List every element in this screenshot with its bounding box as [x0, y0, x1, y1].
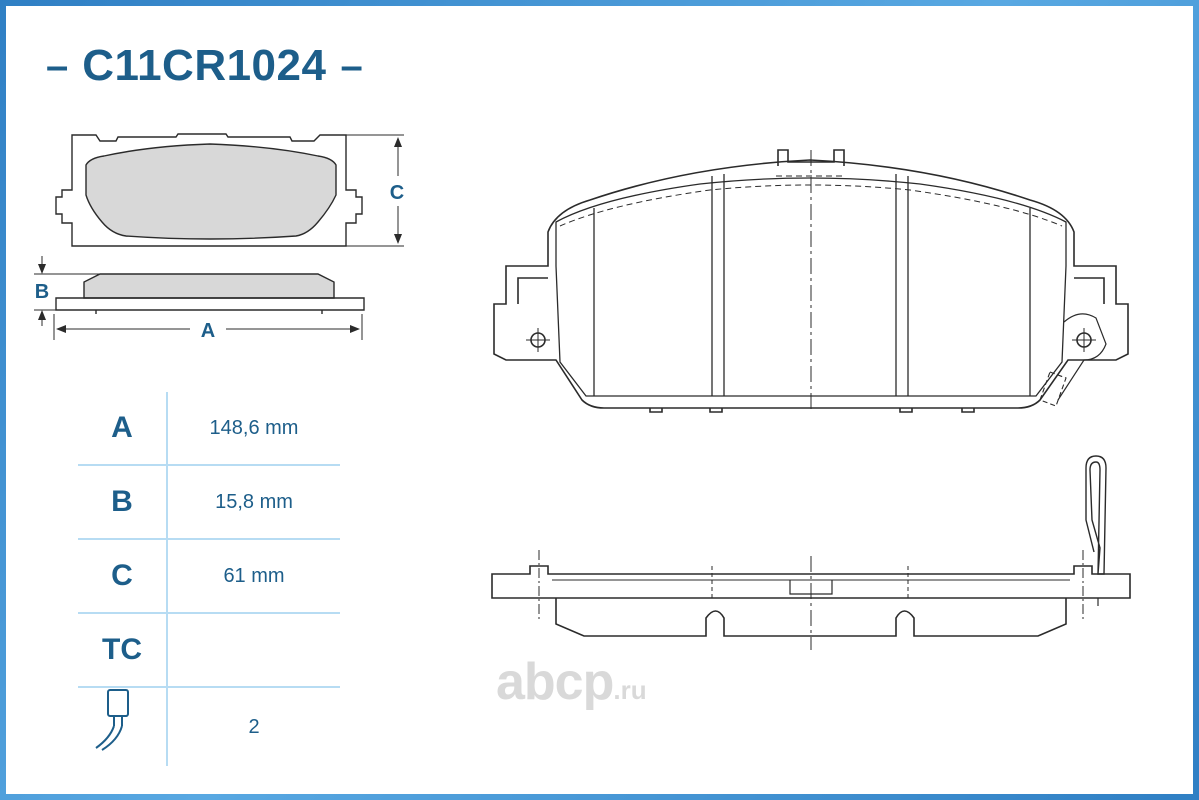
- small-pad-side-view: [55, 273, 365, 314]
- spec-value: [167, 613, 340, 688]
- spec-value: 61 mm: [167, 539, 340, 614]
- dimension-label-c: C: [390, 182, 404, 204]
- part-number: C11CR1024: [82, 41, 327, 90]
- watermark-main: abcp: [496, 653, 614, 711]
- dimension-a: [53, 314, 363, 340]
- spec-key: A: [78, 392, 168, 466]
- spec-row-b: B 15,8 mm: [78, 465, 340, 540]
- part-title: – C11CR1024 –: [46, 38, 363, 94]
- title-dash-left: –: [46, 44, 69, 88]
- dimension-b: [34, 256, 100, 326]
- large-pad-front-view: [493, 149, 1129, 413]
- spec-key: B: [78, 465, 168, 540]
- large-pad-side-view: [491, 455, 1131, 650]
- spec-key-sensor-cell: [78, 687, 168, 766]
- small-pad-top-view: [55, 133, 363, 247]
- small-pad-friction-material: [85, 143, 337, 240]
- dimension-label-b: B: [35, 281, 49, 303]
- spec-row-c: C 61 mm: [78, 539, 340, 614]
- dimension-c: [346, 134, 404, 247]
- spec-key: C: [78, 539, 168, 614]
- spec-row-a: A 148,6 mm: [78, 392, 340, 466]
- watermark-logo: abcp .ru: [496, 652, 647, 712]
- spec-value: 15,8 mm: [167, 465, 340, 540]
- spec-value: 2: [248, 715, 260, 738]
- specifications-table: A 148,6 mm B 15,8 mm C 61 mm TC 2: [78, 392, 340, 766]
- spec-row-tc: TC: [78, 613, 340, 688]
- spec-key: TC: [78, 613, 168, 688]
- title-dash-right: –: [340, 44, 363, 88]
- dimension-label-a: A: [201, 320, 215, 342]
- spec-value: 148,6 mm: [167, 392, 340, 466]
- spec-row-sensor: 2: [78, 687, 340, 766]
- watermark-tld: .ru: [613, 675, 647, 705]
